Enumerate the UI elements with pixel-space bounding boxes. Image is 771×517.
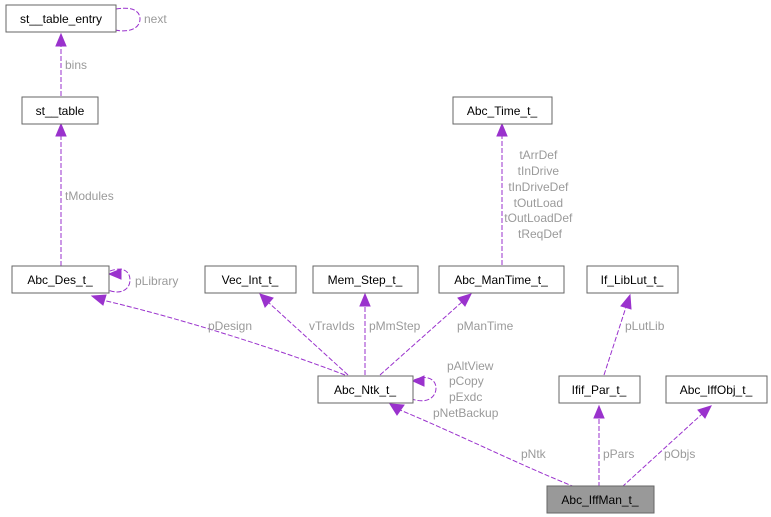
edge-label-vTravIds: vTravIds <box>309 319 355 333</box>
edge-label-pObjs: pObjs <box>664 447 695 461</box>
edge-label-pPars: pPars <box>603 447 634 461</box>
edge-label-tArrDef: tArrDef <box>519 148 558 162</box>
edge-pMmStep: pMmStep <box>359 292 421 375</box>
node-label-abc-iffobj: Abc_IffObj_t_ <box>680 383 753 397</box>
node-label-abc-iffman: Abc_IffMan_t_ <box>561 493 638 507</box>
edge-pManTime: pManTime <box>379 293 514 376</box>
edge-pLutLib: pLutLib <box>603 293 665 376</box>
edge-mantime-time: tArrDef tInDrive tInDriveDef tOutLoad tO… <box>496 122 575 265</box>
node-abc-ntk[interactable]: Abc_Ntk_t_ <box>317 375 414 404</box>
node-if-liblut[interactable]: If_LibLut_t_ <box>586 265 679 294</box>
node-label-st-table: st__table <box>36 104 85 118</box>
edge-bins: bins <box>55 32 87 96</box>
edge-pLibrary: pLibrary <box>107 268 178 293</box>
edge-label-tOutLoadDef: tOutLoadDef <box>504 211 573 225</box>
node-label-vec-int: Vec_Int_t_ <box>222 273 279 287</box>
edge-vTravIds: vTravIds <box>259 293 355 376</box>
node-abc-iffman[interactable]: Abc_IffMan_t_ <box>546 485 655 514</box>
node-label-mem-step: Mem_Step_t_ <box>328 273 403 287</box>
edge-label-bins: bins <box>65 58 87 72</box>
edge-label-tModules: tModules <box>65 189 114 203</box>
node-label-ifif-par: Ifif_Par_t_ <box>572 383 627 397</box>
edge-label-mantime: tArrDef tInDrive tInDriveDef tOutLoad tO… <box>504 148 575 241</box>
edge-label-tInDrive: tInDrive <box>518 164 560 178</box>
node-st-table[interactable]: st__table <box>21 96 99 125</box>
edge-label-pLibrary: pLibrary <box>135 274 178 288</box>
edge-pPars: pPars <box>593 404 634 487</box>
edge-pDesign: pDesign <box>90 294 346 376</box>
edge-label-tReqDef: tReqDef <box>518 227 563 241</box>
edge-label-pDesign: pDesign <box>208 319 252 333</box>
node-abc-des[interactable]: Abc_Des_t_ <box>11 265 110 294</box>
node-label-if-liblut: If_LibLut_t_ <box>601 273 664 287</box>
node-label-abc-des: Abc_Des_t_ <box>27 273 93 287</box>
edge-label-pLutLib: pLutLib <box>625 319 665 333</box>
edge-label-pCopy: pCopy <box>449 374 484 388</box>
edge-label-pMmStep: pMmStep <box>369 319 421 333</box>
edge-ntk-self: pAltView pCopy pExdc pNetBackup <box>411 359 499 420</box>
node-mem-step[interactable]: Mem_Step_t_ <box>312 265 419 294</box>
node-label-abc-ntk: Abc_Ntk_t_ <box>334 383 396 397</box>
edge-label-pNetBackup: pNetBackup <box>433 406 499 420</box>
node-abc-time[interactable]: Abc_Time_t_ <box>452 96 553 125</box>
node-st-table-entry[interactable]: st__table_entry <box>5 4 117 33</box>
edge-label-tOutLoad: tOutLoad <box>514 196 563 210</box>
node-label-st-table-entry: st__table_entry <box>20 12 102 26</box>
edge-pObjs: pObjs <box>621 405 712 488</box>
edge-label-pExdc: pExdc <box>449 390 482 404</box>
edge-label-next: next <box>144 12 167 26</box>
node-label-abc-mantime: Abc_ManTime_t_ <box>454 273 548 287</box>
node-abc-iffobj[interactable]: Abc_IffObj_t_ <box>665 375 768 404</box>
edge-label-ntk-self: pAltView pCopy pExdc pNetBackup <box>433 359 499 420</box>
edge-label-tInDriveDef: tInDriveDef <box>508 180 569 194</box>
edge-tModules: tModules <box>55 122 114 266</box>
edge-label-pManTime: pManTime <box>457 319 514 333</box>
node-vec-int[interactable]: Vec_Int_t_ <box>204 265 297 294</box>
node-ifif-par[interactable]: Ifif_Par_t_ <box>558 375 641 404</box>
node-abc-mantime[interactable]: Abc_ManTime_t_ <box>438 265 565 294</box>
edge-pNtk: pNtk <box>389 403 576 488</box>
edge-label-pAltView: pAltView <box>447 359 494 373</box>
edge-label-pNtk: pNtk <box>521 447 547 461</box>
node-label-abc-time: Abc_Time_t_ <box>467 104 538 118</box>
